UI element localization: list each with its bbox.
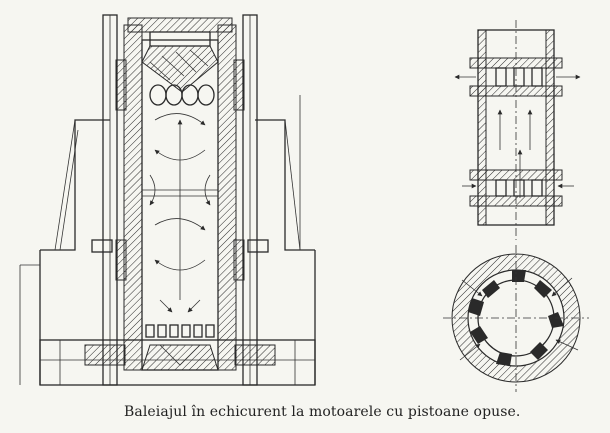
port-cross-section-drawing <box>443 245 589 392</box>
figure-caption: Baleiajul în echicurent la motoarele cu … <box>124 404 521 420</box>
liner-section-drawing <box>454 20 581 240</box>
upper-ports <box>149 84 215 106</box>
tangential-ports <box>468 270 564 366</box>
lower-ports <box>145 324 215 338</box>
flow-arrows <box>149 113 211 313</box>
engine-section-drawing <box>19 14 316 386</box>
